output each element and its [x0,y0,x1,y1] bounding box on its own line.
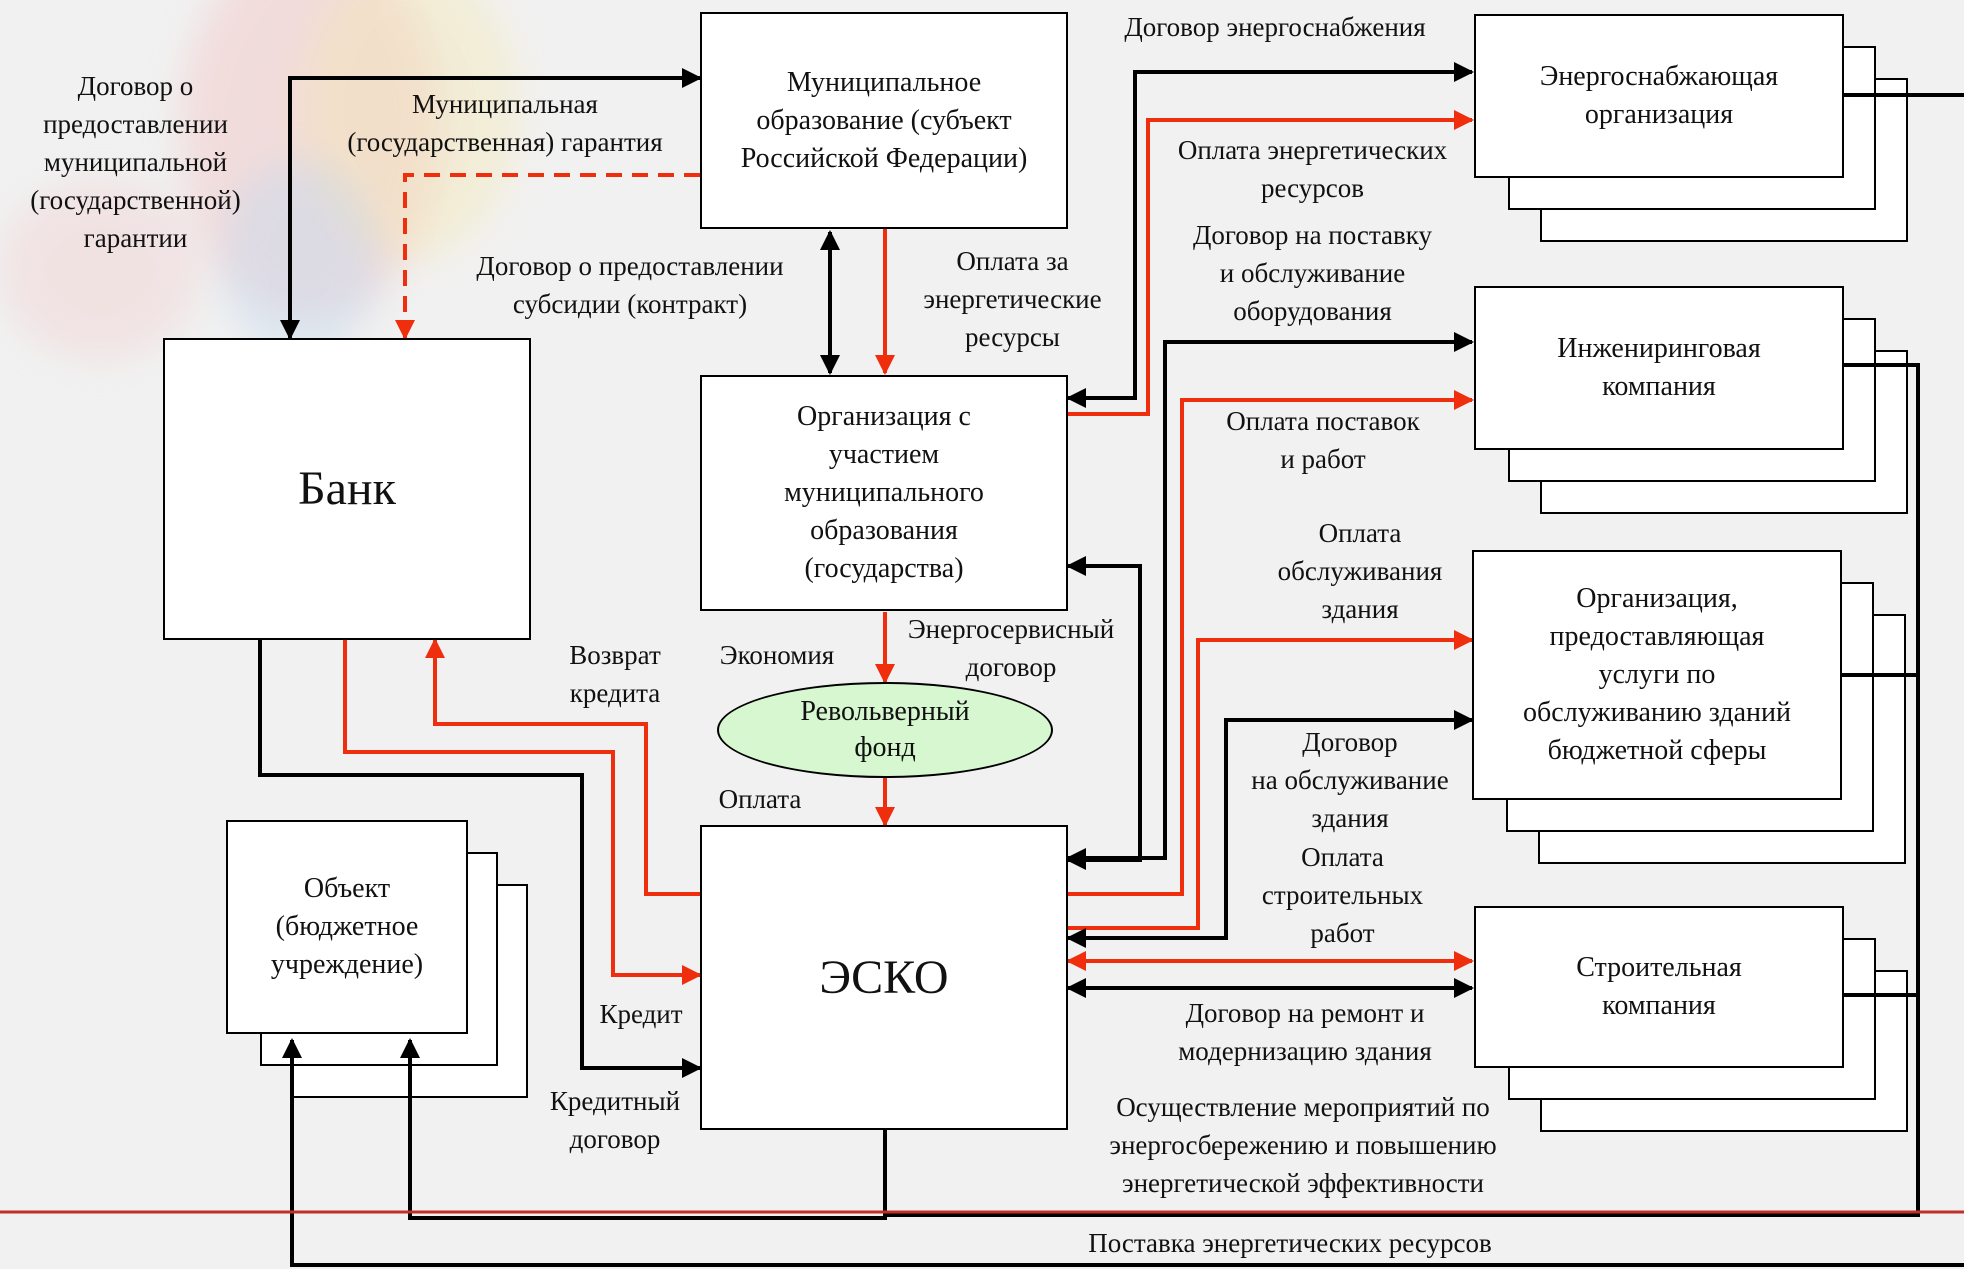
measures-label: Осуществление мероприятий по энергосбере… [1109,1092,1497,1198]
revolving-fund-label: Револьверный фонд [800,696,970,763]
flow-building-service-contract [1066,710,1474,948]
service-org-node: Организация, предоставляющая услуги по о… [1472,550,1842,800]
supply-payment-label: Оплата поставок и работ [1226,406,1420,474]
flow-credit [343,640,702,985]
energy-supply-contract-label: Договор энергоснабжения [1124,12,1426,42]
bank-node: Банк [163,338,531,640]
org-municipal-label: Организация с участием муниципального об… [784,401,984,584]
revolving-fund-node: Револьверный фонд [717,682,1053,778]
repair-contract-label: Договор на ремонт и модернизацию здания [1178,998,1432,1066]
engineering-label: Инжениринговая компания [1557,333,1761,402]
building-service-payment-label: Оплата обслуживания здания [1277,518,1443,624]
flow-loan-return [425,638,700,896]
engineering-node: Инжениринговая компания [1474,286,1844,450]
org-municipal-node: Организация с участием муниципального об… [700,375,1068,611]
object-label: Объект (бюджетное учреждение) [270,873,424,980]
background-decoration-pink [0,180,200,360]
credit-contract-label: Кредитный договор [549,1086,681,1154]
flow-energy-delivery [282,1038,1964,1267]
esco-node: ЭСКО [700,825,1068,1130]
service-org-label: Организация, предоставляющая услуги по о… [1523,583,1791,766]
municipality-label: Муниципальное образование (субъект Росси… [740,66,1028,174]
flow-credit-contract [258,640,702,1078]
guarantee-contract-label: Договор о предоставлении муниципальной (… [30,71,241,253]
energy-payment-mun-label: Оплата за энергетические ресурсы [923,246,1102,352]
building-service-contract-label: Договор на обслуживание здания [1251,727,1449,833]
energy-payment-label: Оплата энергетических ресурсов [1177,135,1448,203]
construction-payment-label: Оплата строительных работ [1261,842,1424,948]
savings-label: Экономия [719,640,835,670]
bank-label: Банк [298,462,396,515]
energy-service-contract-label: Энергосервисный договор [907,614,1115,682]
energy-supplier-node: Энергоснабжающая организация [1474,14,1844,178]
flow-engineering-trunk [885,363,1920,1217]
loan-return-label: Возврат кредита [569,640,661,708]
flow-guarantee [395,173,700,340]
object-node: Объект (бюджетное учреждение) [226,820,468,1034]
credit-label: Кредит [599,999,683,1029]
guarantee-label: Муниципальная (государственная) гарантия [347,89,663,157]
energy-supplier-label: Энергоснабжающая организация [1539,61,1779,130]
construction-node: Строительная компания [1474,906,1844,1068]
energy-delivery-label: Поставка энергетических ресурсов [1088,1228,1492,1258]
subsidy-contract-label: Договор о предоставлении субсидии (контр… [476,251,784,319]
equipment-contract-label: Договор на поставку и обслуживание обору… [1192,220,1433,326]
payment-label: Оплата [718,784,802,814]
flow-measures [400,1038,887,1220]
flow-guarantee-contract [280,68,702,340]
construction-label: Строительная компания [1576,952,1742,1021]
municipality-node: Муниципальное образование (субъект Росси… [700,12,1068,229]
esco-label: ЭСКО [819,950,949,1004]
